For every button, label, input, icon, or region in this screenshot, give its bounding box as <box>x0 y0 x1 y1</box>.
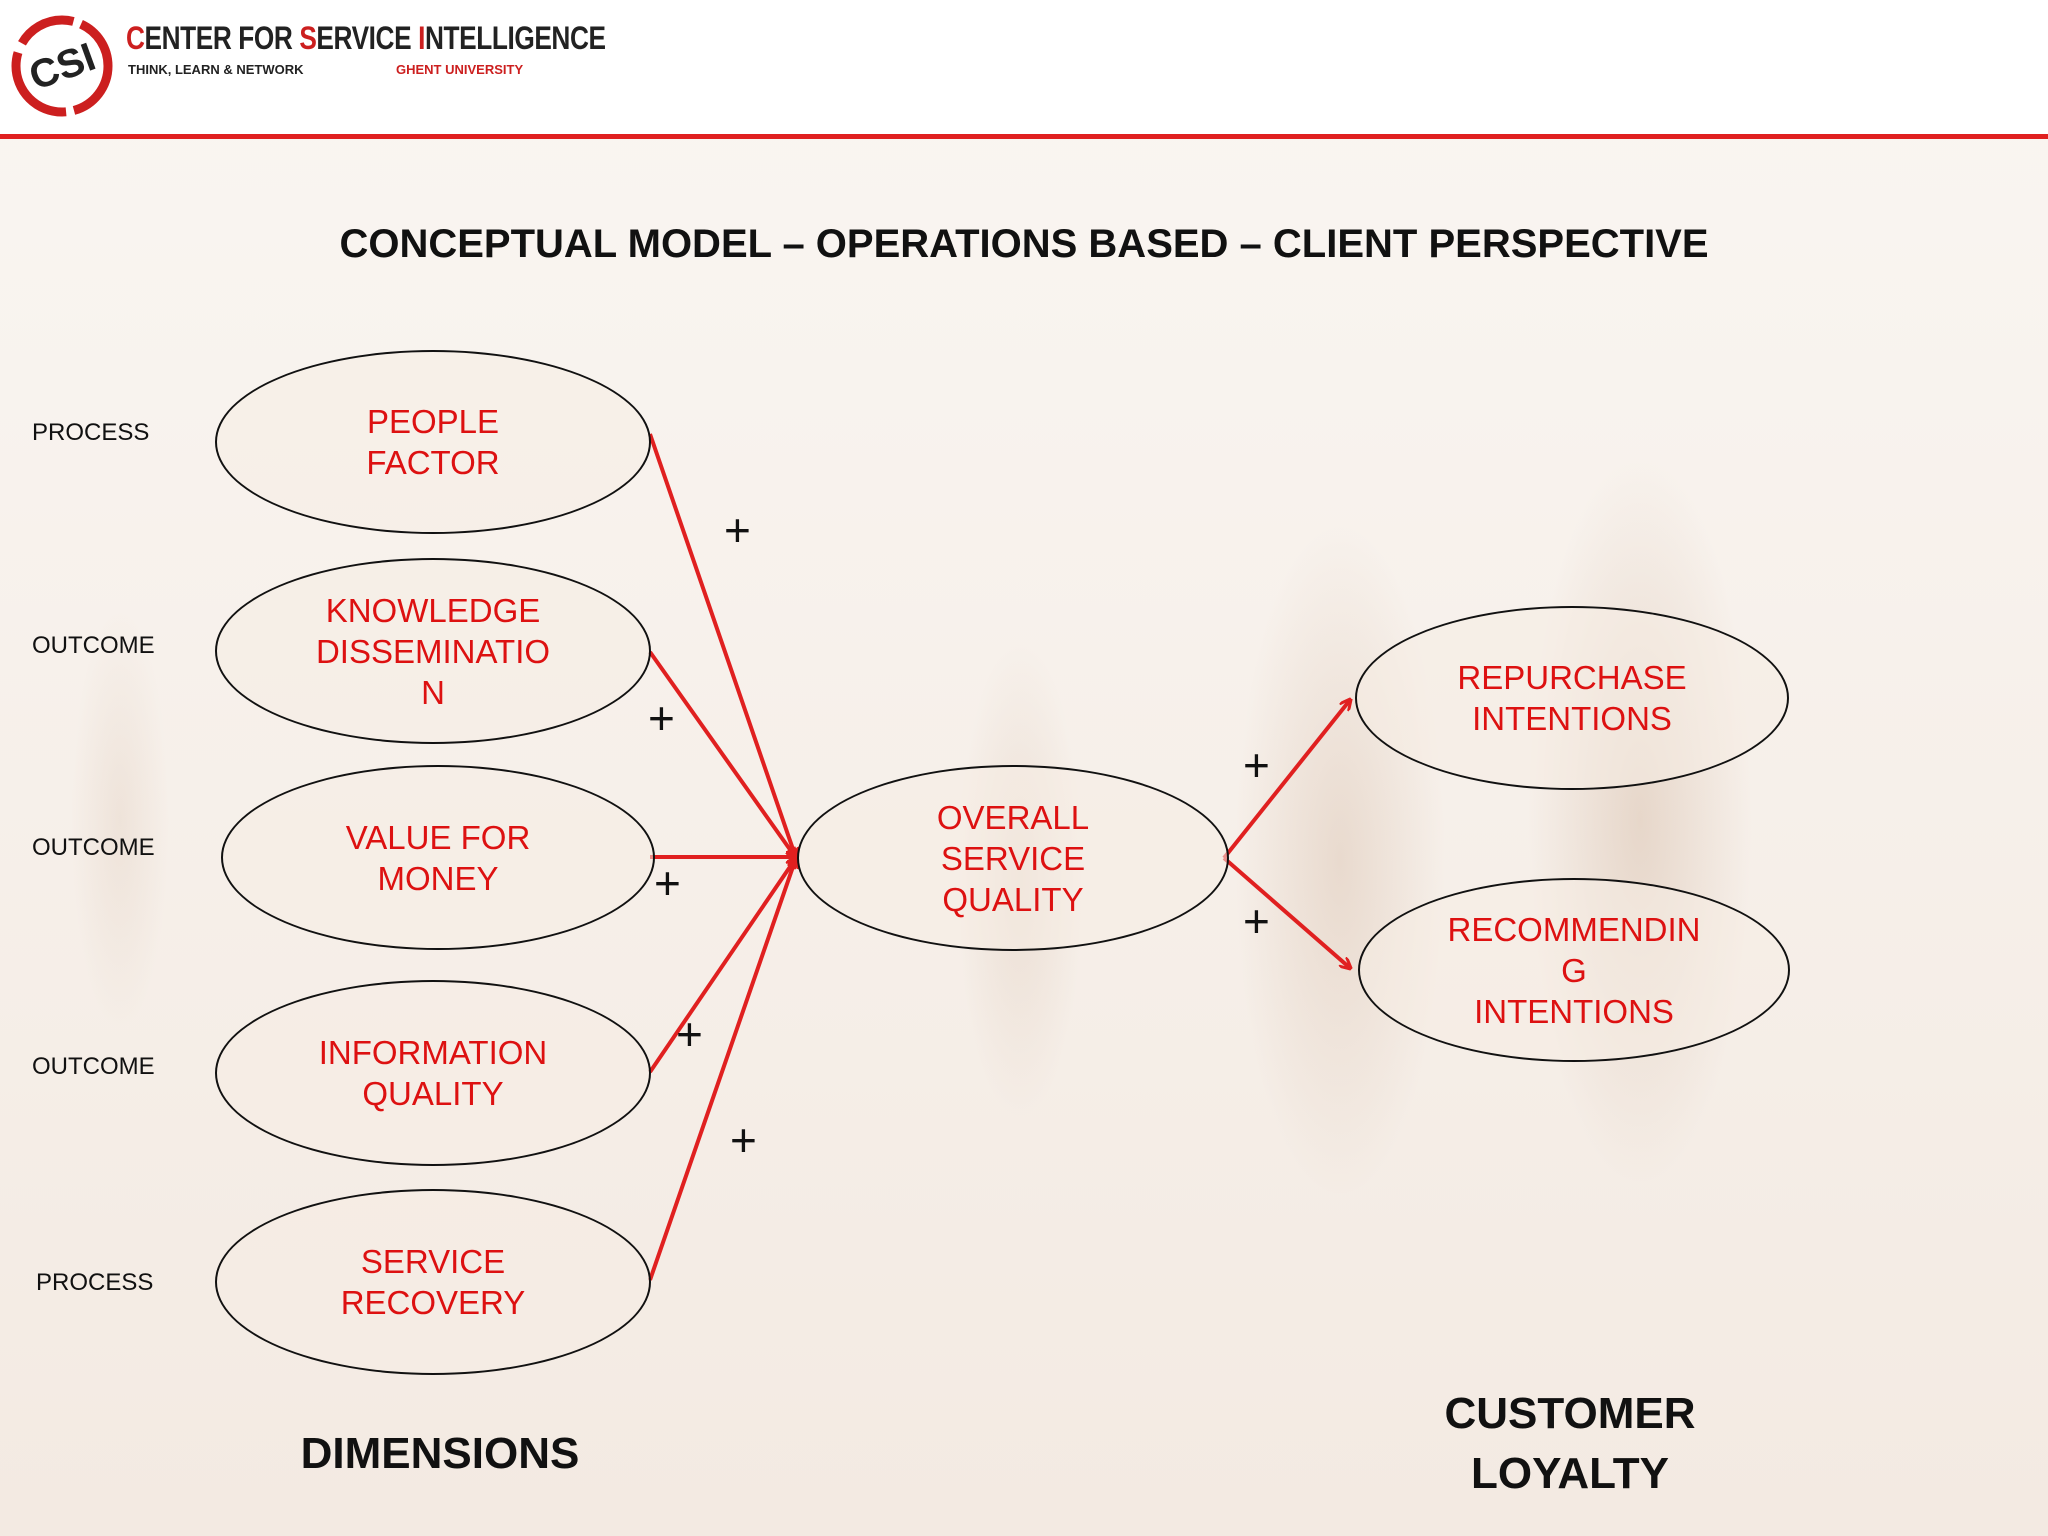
oval-label: PEOPLE FACTOR <box>366 403 500 481</box>
plus-sign: + <box>724 504 751 556</box>
plus-sign: + <box>1243 739 1270 791</box>
oval-label: SERVICE RECOVERY <box>340 1243 526 1321</box>
arrow-information-quality <box>648 858 796 1074</box>
dimension-type-label: OUTCOME <box>32 632 155 659</box>
oval-recommending-intentions: RECOMMENDIN G INTENTIONS <box>1358 878 1790 1062</box>
oval-people-factor: PEOPLE FACTOR <box>215 350 651 534</box>
arrow-people-factor <box>648 433 796 858</box>
oval-information-quality: INFORMATION QUALITY <box>215 980 651 1166</box>
org-name: CENTER FOR SERVICE INTELLIGENCE <box>126 20 606 56</box>
plus-sign: + <box>676 1008 703 1060</box>
dimension-type-label: OUTCOME <box>32 1053 155 1080</box>
oval-label: REPURCHASE INTENTIONS <box>1457 659 1687 737</box>
oval-label: OVERALL SERVICE QUALITY <box>936 798 1090 918</box>
plus-sign: + <box>654 857 681 909</box>
arrow-knowledge <box>648 650 796 858</box>
oval-overall-service-quality: OVERALL SERVICE QUALITY <box>797 765 1229 951</box>
oval-label: VALUE FOR MONEY <box>345 818 531 897</box>
oval-label: RECOMMENDIN G INTENTIONS <box>1447 910 1701 1030</box>
oval-service-recovery: SERVICE RECOVERY <box>215 1189 651 1375</box>
csi-logo: CSI <box>11 15 113 117</box>
plus-sign: + <box>1243 895 1270 947</box>
oval-value-for-money: VALUE FOR MONEY <box>221 765 655 950</box>
slide-title: CONCEPTUAL MODEL – OPERATIONS BASED – CL… <box>339 222 1709 266</box>
oval-repurchase-intentions: REPURCHASE INTENTIONS <box>1355 606 1789 790</box>
plus-sign: + <box>648 692 675 744</box>
oval-knowledge-dissemination: KNOWLEDGE DISSEMINATIO N <box>215 558 651 744</box>
caption-customer-loyalty: CUSTOMER LOYALTY <box>1444 1389 1696 1498</box>
dimension-type-label: PROCESS <box>36 1269 154 1296</box>
header-bar: CSI CENTER FOR SERVICE INTELLIGENCE THIN… <box>0 0 2048 139</box>
arrow-recommending <box>1222 856 1350 968</box>
university-name: GHENT UNIVERSITY <box>396 62 524 77</box>
arrow-service-recovery <box>648 858 796 1281</box>
tagline: THINK, LEARN & NETWORK <box>128 62 304 77</box>
oval-label: KNOWLEDGE DISSEMINATIO N <box>315 591 551 711</box>
oval-label: INFORMATION QUALITY <box>318 1034 548 1112</box>
dimension-type-label: OUTCOME <box>32 834 155 861</box>
dimension-type-label: PROCESS <box>32 419 150 446</box>
caption-dimensions: DIMENSIONS <box>300 1429 580 1478</box>
arrow-repurchase <box>1222 700 1350 860</box>
plus-sign: + <box>730 1114 757 1166</box>
